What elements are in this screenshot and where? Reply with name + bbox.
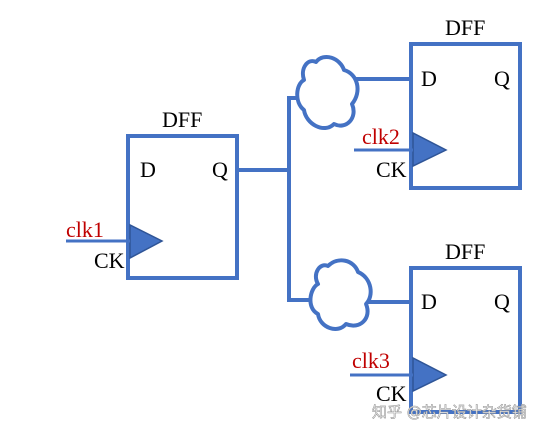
- dff-3-body: [409, 266, 522, 414]
- dff-3-title: DFF: [445, 239, 485, 264]
- dff-2: DFF D Q CK clk2: [354, 15, 522, 190]
- lower-logic-cloud: [308, 258, 373, 331]
- clk1-label: clk1: [66, 217, 104, 242]
- dff-1: DFF D Q CK clk1: [66, 107, 239, 280]
- dff-2-d-label: D: [421, 66, 437, 91]
- watermark-text: 知乎 @芯片设计杂货铺: [372, 403, 527, 421]
- clk2-label: clk2: [362, 124, 400, 149]
- dff-3-q-label: Q: [494, 289, 510, 314]
- dff-2-ck-label: CK: [376, 157, 407, 182]
- dff-3-d-label: D: [421, 289, 437, 314]
- dff-3: DFF D Q CK clk3: [350, 239, 522, 414]
- clk3-label: clk3: [352, 348, 390, 373]
- dff-2-body: [409, 42, 522, 190]
- dff-2-title: DFF: [445, 15, 485, 40]
- dff-3-ck-label: CK: [376, 381, 407, 406]
- dff-1-title: DFF: [162, 107, 202, 132]
- dff-1-body: [126, 134, 239, 280]
- upper-logic-cloud: [295, 54, 360, 130]
- dff-2-q-label: Q: [494, 66, 510, 91]
- dff-1-d-label: D: [140, 157, 156, 182]
- dff-1-q-label: Q: [212, 157, 228, 182]
- dff-1-ck-label: CK: [94, 248, 125, 273]
